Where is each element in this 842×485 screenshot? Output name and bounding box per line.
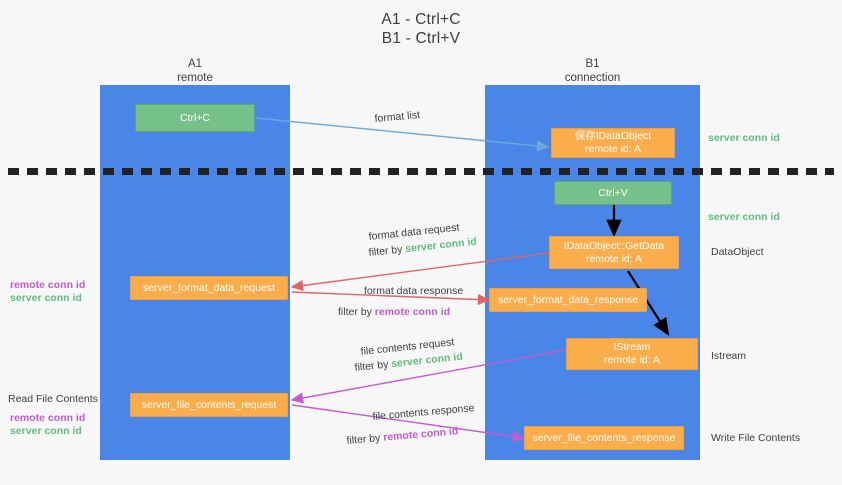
box-server-file-contents-response[interactable]: server_file_contents_response bbox=[524, 426, 684, 450]
box-server-format-data-request[interactable]: server_format_data_request bbox=[130, 276, 288, 300]
lane-b1-role: connection bbox=[564, 71, 621, 84]
box-istream-line1: IStream bbox=[613, 341, 651, 353]
box-save-idataobject-line2: remote id: A bbox=[584, 143, 642, 155]
box-idataobject-getdata[interactable]: IDataObject::GetData remote id: A bbox=[549, 236, 679, 269]
filter-prefix: filter by bbox=[354, 358, 392, 374]
box-save-idataobject-line1: 保存IDataObject bbox=[574, 130, 652, 142]
edge-label-format-data-response-filter: filter by remote conn id bbox=[338, 305, 450, 319]
edge-label-format-data-response: format data response bbox=[364, 285, 464, 297]
edge-label-format-list: format list bbox=[374, 109, 421, 125]
box-ctrl-c[interactable]: Ctrl+C bbox=[135, 104, 255, 132]
filter-key-remote-conn-id: remote conn id bbox=[382, 425, 459, 444]
edge-label-file-contents-response: file contents response bbox=[372, 402, 475, 423]
lane-a1-role: remote bbox=[177, 71, 213, 84]
box-getdata-line2: remote id: A bbox=[585, 252, 643, 265]
note-read-file-contents: Read File Contents bbox=[8, 393, 98, 405]
note-remote-conn-id-1: remote conn id bbox=[10, 279, 86, 291]
note-write-file-contents: Write File Contents bbox=[711, 432, 801, 444]
lane-b1-name: B1 bbox=[585, 58, 600, 70]
box-server-file-contents-response-label: server_file_contents_response bbox=[532, 431, 676, 444]
trust-boundary-divider bbox=[8, 168, 834, 175]
note-server-conn-id-1: server conn id bbox=[10, 292, 82, 304]
lane-header-b1: B1 connection bbox=[485, 58, 700, 85]
box-ctrl-v[interactable]: Ctrl+V bbox=[554, 181, 672, 205]
diagram-title: A1 - Ctrl+C B1 - Ctrl+V bbox=[0, 10, 842, 48]
box-server-format-data-response[interactable]: server_format_data_response bbox=[489, 288, 647, 312]
box-server-format-data-request-label: server_format_data_request bbox=[143, 281, 275, 294]
box-server-format-data-response-label: server_format_data_response bbox=[497, 293, 639, 306]
filter-prefix: filter by bbox=[368, 243, 406, 259]
edge-label-file-contents-response-filter: filter by remote conn id bbox=[346, 424, 459, 448]
filter-prefix: filter by bbox=[338, 306, 375, 318]
note-dataobject: DataObject bbox=[711, 246, 764, 258]
box-getdata-line1: IDataObject::GetData bbox=[563, 239, 665, 252]
box-istream-line2: remote id: A bbox=[603, 354, 661, 366]
note-remote-conn-id-2: remote conn id bbox=[10, 412, 86, 424]
box-server-file-contents-request[interactable]: server_file_contents_request bbox=[130, 393, 288, 417]
note-server-conn-id-top: server conn id bbox=[708, 132, 780, 144]
box-ctrl-c-label: Ctrl+C bbox=[179, 111, 211, 124]
box-save-idataobject[interactable]: 保存IDataObject remote id: A bbox=[551, 128, 675, 158]
lane-header-a1: A1 remote bbox=[100, 58, 290, 85]
box-server-file-contents-request-label: server_file_contents_request bbox=[141, 398, 277, 411]
note-server-conn-id-mid: server conn id bbox=[708, 211, 780, 223]
filter-prefix: filter by bbox=[346, 431, 384, 447]
title-line-2: B1 - Ctrl+V bbox=[381, 30, 461, 47]
filter-key-remote-conn-id: remote conn id bbox=[374, 306, 451, 318]
lane-a1-name: A1 bbox=[187, 58, 203, 70]
note-server-conn-id-2: server conn id bbox=[10, 425, 82, 437]
note-istream: Istream bbox=[711, 350, 747, 362]
box-ctrl-v-label: Ctrl+V bbox=[598, 186, 628, 199]
box-istream[interactable]: IStream remote id: A bbox=[566, 338, 698, 370]
title-line-1: A1 - Ctrl+C bbox=[381, 11, 461, 28]
